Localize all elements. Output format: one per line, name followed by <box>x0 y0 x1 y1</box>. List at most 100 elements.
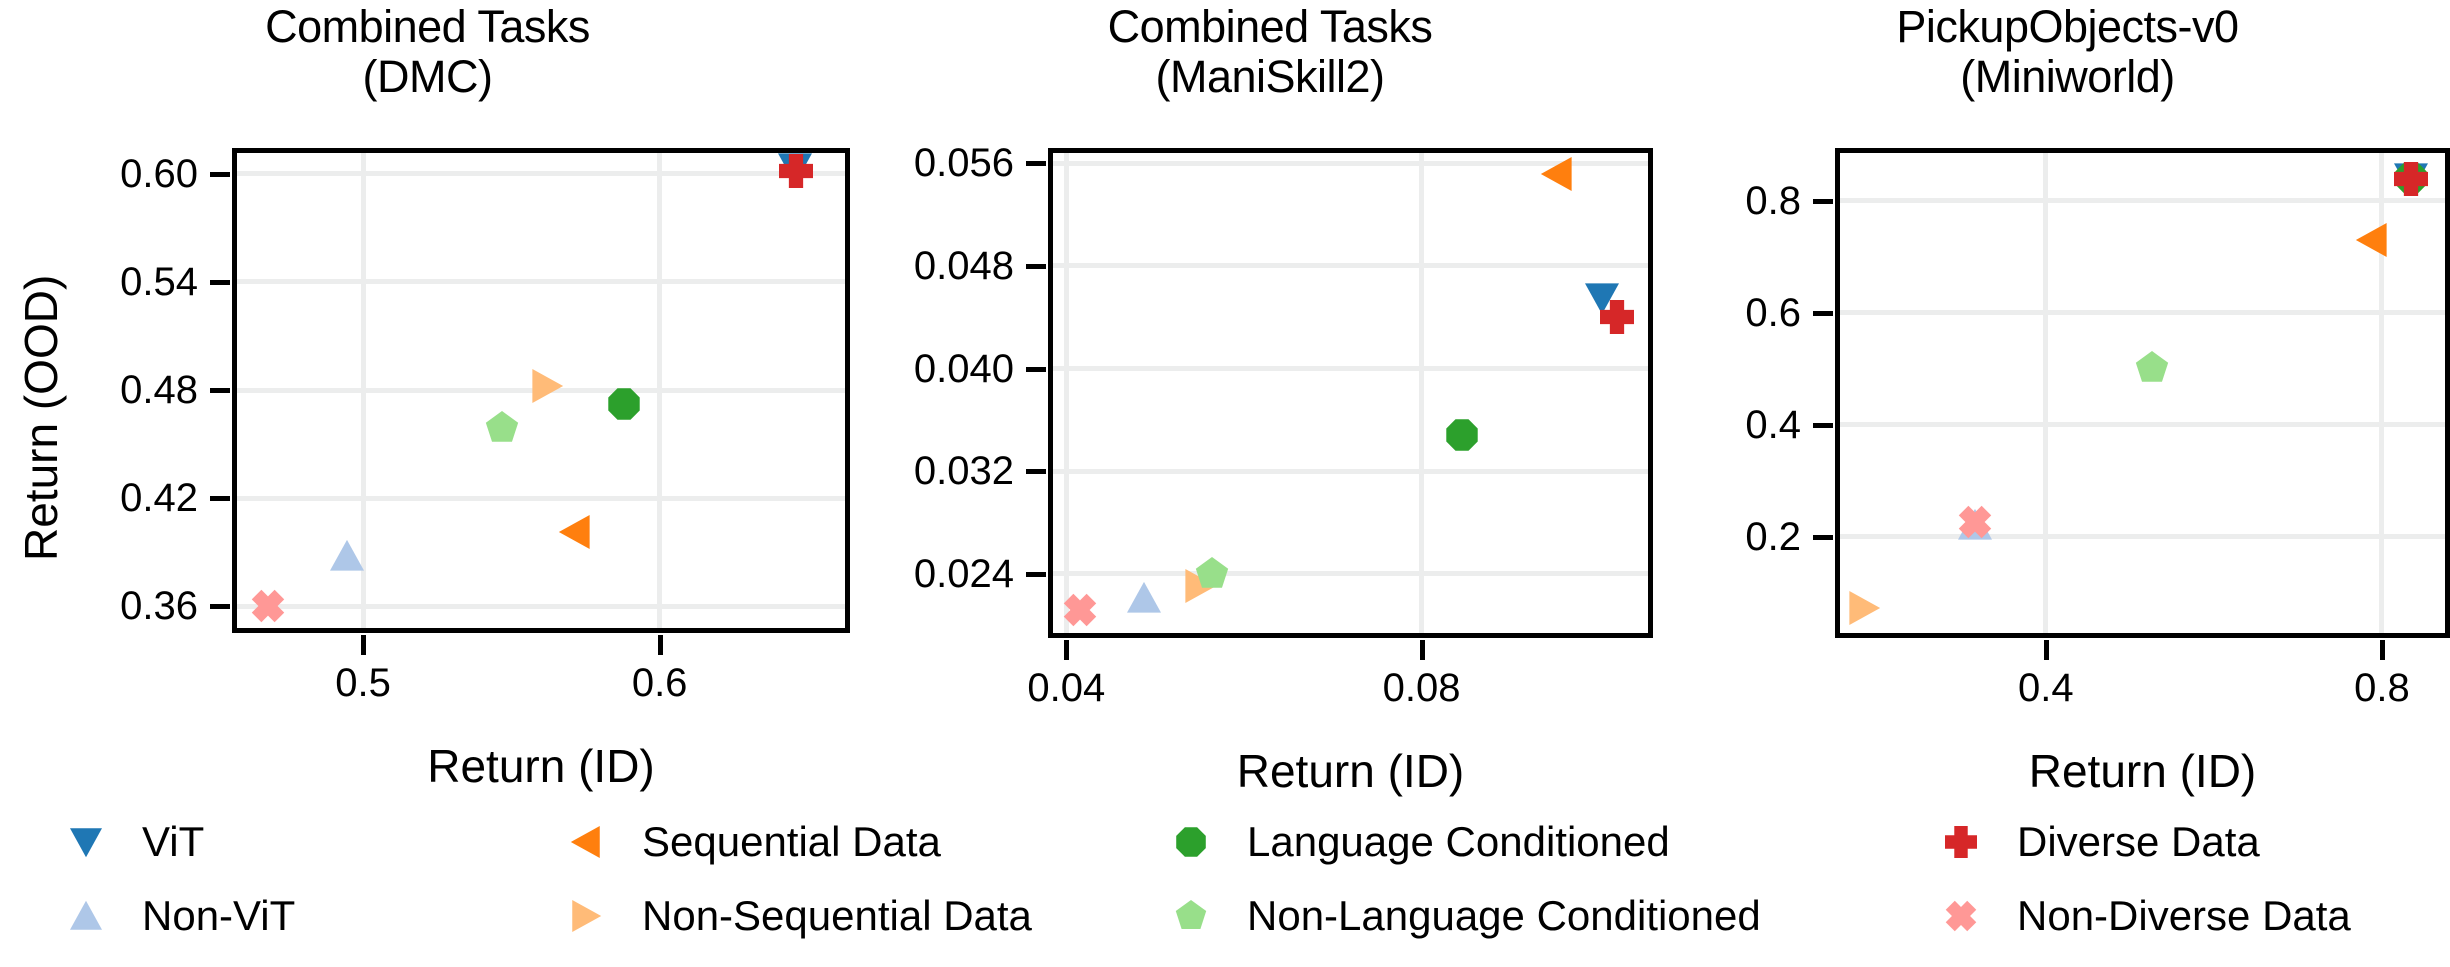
legend-marker-octagon-icon <box>1165 816 1217 868</box>
x-tick-mark <box>657 635 663 655</box>
gridline-vertical <box>360 153 366 628</box>
x-tick-mark <box>361 635 367 655</box>
x-tick-label: 0.8 <box>2354 666 2410 710</box>
x-tick-label: 0.08 <box>1382 666 1461 710</box>
legend-item-non-diverse-data[interactable]: Non-Diverse Data <box>1935 890 2351 942</box>
y-tick-mark <box>1026 469 1046 475</box>
data-point-language-conditioned <box>607 387 641 421</box>
y-tick-mark <box>1026 263 1046 269</box>
y-tick-label: 0.048 <box>913 243 1014 288</box>
y-tick-label: 0.032 <box>913 449 1014 494</box>
data-point-language-conditioned <box>1445 418 1479 452</box>
legend-label: Non-Sequential Data <box>642 892 1032 939</box>
legend-item-diverse-data[interactable]: Diverse Data <box>1935 816 2260 868</box>
data-point-vit <box>1584 281 1619 315</box>
gridline-horizontal <box>1053 263 1648 269</box>
legend-label: Sequential Data <box>642 818 941 865</box>
y-tick-label: 0.42 <box>120 476 198 521</box>
y-tick-label: 0.040 <box>913 346 1014 391</box>
data-point-non-sequential-data <box>530 368 564 403</box>
y-tick-mark <box>1026 366 1046 372</box>
legend-item-vit[interactable]: ViT <box>60 816 204 868</box>
gridline-horizontal <box>1840 422 2445 428</box>
data-point-non-vit <box>1126 581 1161 615</box>
y-tick-mark <box>1813 310 1833 316</box>
legend-item-non-language-conditioned[interactable]: Non-Language Conditioned <box>1165 890 1761 942</box>
gridline-vertical <box>2379 153 2385 633</box>
y-axis-label: Return (OOD) <box>15 274 67 561</box>
gridline-horizontal <box>1840 310 2445 316</box>
y-tick-label: 0.8 <box>1745 178 1801 223</box>
y-tick-mark <box>210 604 230 610</box>
legend-item-non-vit[interactable]: Non-ViT <box>60 890 295 942</box>
data-point-sequential-data <box>1540 156 1574 191</box>
y-tick-label: 0.024 <box>913 551 1014 596</box>
x-axis-label: Return (ID) <box>1236 745 1465 797</box>
panel-title-line2: (DMC) <box>362 51 493 102</box>
gridline-horizontal <box>1053 160 1648 166</box>
y-tick-label: 0.6 <box>1745 290 1801 335</box>
legend-label: Non-ViT <box>142 892 296 939</box>
x-tick-label: 0.4 <box>2018 666 2074 710</box>
gridline-horizontal <box>1053 468 1648 474</box>
y-tick-mark <box>210 496 230 502</box>
gridline-vertical <box>657 153 663 628</box>
panel-title-line2: (ManiSkill2) <box>1155 51 1385 102</box>
panel-title: Combined Tasks(DMC) <box>0 2 855 102</box>
legend-label: Non-Diverse Data <box>2017 892 2351 939</box>
data-point-diverse-data <box>2393 162 2428 197</box>
gridline-vertical <box>2043 153 2049 633</box>
x-tick-mark <box>1419 640 1425 660</box>
legend-item-language-conditioned[interactable]: Language Conditioned <box>1165 816 1670 868</box>
gridline-horizontal <box>1053 571 1648 577</box>
gridline-vertical <box>1063 153 1069 633</box>
gridline-horizontal <box>1840 534 2445 540</box>
gridline-horizontal <box>237 603 845 609</box>
legend-label: Language Conditioned <box>1247 818 1670 865</box>
gridline-horizontal <box>1053 366 1648 372</box>
gridline-horizontal <box>237 279 845 285</box>
legend-item-sequential-data[interactable]: Sequential Data <box>560 816 941 868</box>
x-tick-label: 0.6 <box>631 661 688 705</box>
y-tick-mark <box>210 279 230 285</box>
y-tick-mark <box>1813 534 1833 540</box>
data-point-diverse-data <box>1599 300 1634 335</box>
y-tick-label: 0.48 <box>120 368 198 413</box>
x-tick-mark <box>2379 640 2385 660</box>
y-tick-label: 0.36 <box>120 584 198 629</box>
y-tick-mark <box>210 388 230 394</box>
y-tick-label: 0.056 <box>913 141 1014 186</box>
x-tick-mark <box>2043 640 2049 660</box>
panel-title-line2: (Miniworld) <box>1960 51 2175 102</box>
data-point-non-diverse-data <box>251 589 285 623</box>
legend-label: ViT <box>142 818 205 865</box>
legend-marker-x-filled-icon <box>1935 890 1987 942</box>
y-tick-mark <box>210 171 230 177</box>
x-tick-label: 0.04 <box>1027 666 1106 710</box>
data-point-non-language-conditioned <box>2135 350 2169 385</box>
y-tick-label: 0.2 <box>1745 514 1801 559</box>
data-point-non-sequential-data <box>1183 568 1217 603</box>
data-point-non-diverse-data <box>1958 505 1992 539</box>
gridline-horizontal <box>237 495 845 501</box>
x-axis-label: Return (ID) <box>2028 745 2257 797</box>
legend-marker-plus-filled-icon <box>1935 816 1987 868</box>
y-tick-mark <box>1813 198 1833 204</box>
gridline-horizontal <box>1840 198 2445 204</box>
plot-area <box>1835 148 2450 638</box>
y-tick-mark <box>1026 161 1046 167</box>
legend-marker-triangle-right-icon <box>560 890 612 942</box>
y-tick-label: 0.54 <box>120 259 198 304</box>
data-point-non-language-conditioned <box>485 410 519 445</box>
legend-label: Diverse Data <box>2017 818 2260 865</box>
legend-item-non-sequential-data[interactable]: Non-Sequential Data <box>560 890 1032 942</box>
chart-panel-2: Combined Tasks(ManiSkill2) 0.024 0.032 0.04… <box>855 0 1685 800</box>
x-tick-label: 0.5 <box>335 661 391 705</box>
data-point-diverse-data <box>779 154 814 189</box>
legend-marker-triangle-left-icon <box>560 816 612 868</box>
panel-title: Combined Tasks(ManiSkill2) <box>855 2 1685 102</box>
